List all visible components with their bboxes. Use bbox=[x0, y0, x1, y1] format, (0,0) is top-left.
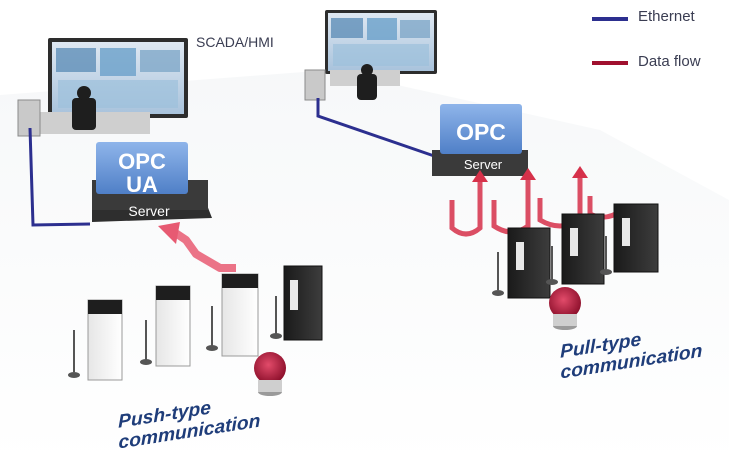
left-opc-ua-server: OPC UA Server bbox=[92, 142, 212, 222]
left-server-line1: OPC bbox=[118, 149, 166, 174]
right-scada-workstation bbox=[304, 10, 437, 101]
left-server-line2: UA bbox=[126, 172, 158, 197]
right-opc-server: OPC Server bbox=[432, 104, 528, 176]
right-ethernet-line bbox=[316, 98, 441, 160]
scada-hmi-label: SCADA/HMI bbox=[196, 34, 274, 50]
pull-field-devices bbox=[492, 203, 659, 330]
push-field-devices bbox=[68, 265, 323, 396]
right-server-base-label: Server bbox=[464, 157, 503, 172]
legend-dataflow-label: Data flow bbox=[638, 53, 701, 70]
right-server-line1: OPC bbox=[456, 119, 506, 145]
left-scada-workstation bbox=[17, 38, 188, 137]
left-server-base-label: Server bbox=[128, 203, 170, 219]
legend-ethernet-label: Ethernet bbox=[638, 8, 695, 25]
left-ethernet-line bbox=[28, 127, 91, 227]
push-data-flow-arrow bbox=[158, 222, 236, 272]
pull-arrow-heads bbox=[472, 166, 588, 182]
